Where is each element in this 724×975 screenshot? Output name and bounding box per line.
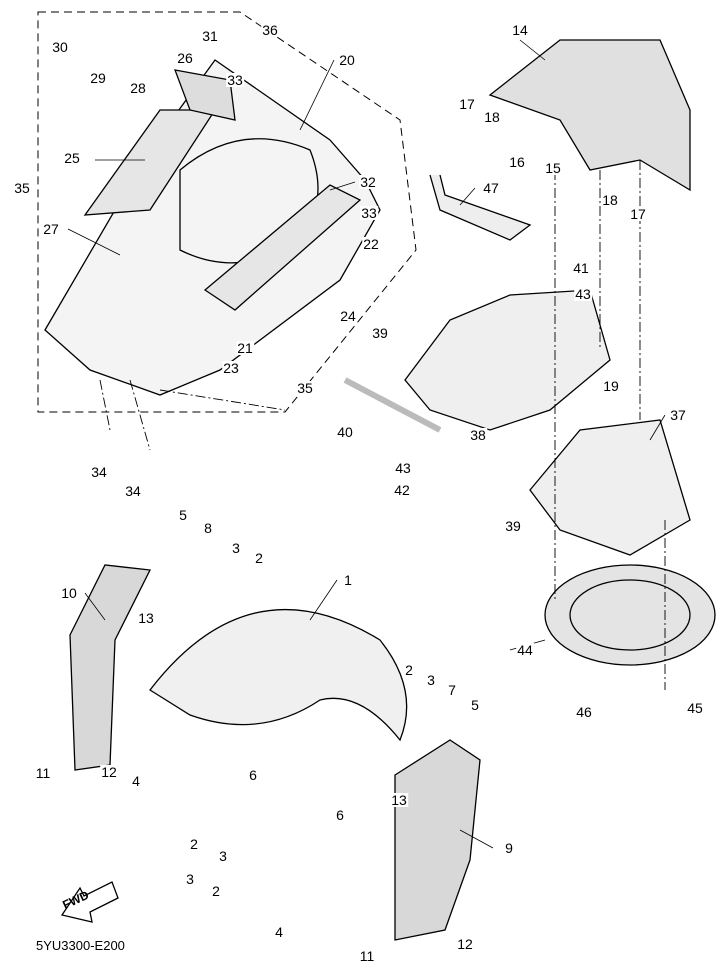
callout-2: 2 [404,662,414,678]
callout-47: 47 [482,180,500,196]
callout-4: 4 [274,924,284,940]
callout-5: 5 [178,507,188,523]
callout-30: 30 [51,39,69,55]
callout-2: 2 [211,883,221,899]
callout-43: 43 [574,286,592,302]
bracket-47 [429,174,532,241]
callout-40: 40 [336,424,354,440]
callout-39: 39 [504,518,522,534]
callout-35: 35 [296,380,314,396]
bracket-31 [173,69,236,121]
callout-31: 31 [201,28,219,44]
callout-5: 5 [470,697,480,713]
callout-36: 36 [261,22,279,38]
callout-3: 3 [185,871,195,887]
callout-2: 2 [189,836,199,852]
callout-16: 16 [508,154,526,170]
callout-38: 38 [469,427,487,443]
drawing-code: 5YU3300-E200 [36,938,125,953]
callout-17: 17 [629,206,647,222]
holder-37 [529,419,691,556]
callout-15: 15 [544,160,562,176]
callout-18: 18 [601,192,619,208]
callout-22: 22 [362,236,380,252]
callout-6: 6 [335,807,345,823]
callout-33: 33 [360,205,378,221]
strap-40 [343,377,442,433]
callout-24: 24 [339,308,357,324]
callout-12: 12 [100,764,118,780]
callout-3: 3 [218,848,228,864]
callout-33: 33 [226,72,244,88]
callout-34: 34 [124,483,142,499]
callout-7: 7 [447,682,457,698]
callout-46: 46 [575,704,593,720]
group-boundary [37,11,417,413]
callout-26: 26 [176,50,194,66]
callout-39: 39 [371,325,389,341]
callout-41: 41 [572,260,590,276]
rear-cowl-14 [488,39,691,192]
fork-cover-9 [394,739,481,941]
callout-35: 35 [13,180,31,196]
callout-37: 37 [669,407,687,423]
callout-44: 44 [516,642,534,658]
fork-cover-10 [69,564,151,771]
callout-18: 18 [483,109,501,125]
callout-13: 13 [137,610,155,626]
callout-28: 28 [129,80,147,96]
callout-12: 12 [456,936,474,952]
callout-17: 17 [458,96,476,112]
callout-45: 45 [686,700,704,716]
callout-23: 23 [222,360,240,376]
callout-21: 21 [236,340,254,356]
callout-4: 4 [131,773,141,789]
callout-6: 6 [248,767,258,783]
callout-27: 27 [42,221,60,237]
callout-3: 3 [231,540,241,556]
battery-box-38 [404,289,611,431]
callout-34: 34 [90,464,108,480]
callout-13: 13 [390,792,408,808]
front-fender-1 [149,608,408,742]
callout-2: 2 [254,550,264,566]
callout-1: 1 [343,572,353,588]
fwd-arrow [60,881,119,923]
callout-29: 29 [89,70,107,86]
callout-19: 19 [602,378,620,394]
callout-3: 3 [426,672,436,688]
callout-11: 11 [34,765,52,781]
callout-32: 32 [359,174,377,190]
lower-panel-22 [203,184,362,311]
callout-8: 8 [203,520,213,536]
callout-25: 25 [63,150,81,166]
callout-11: 11 [358,948,376,964]
callout-10: 10 [60,585,78,601]
callout-43: 43 [394,460,412,476]
callout-14: 14 [511,22,529,38]
callout-9: 9 [504,840,514,856]
callout-42: 42 [393,482,411,498]
callout-20: 20 [338,52,356,68]
